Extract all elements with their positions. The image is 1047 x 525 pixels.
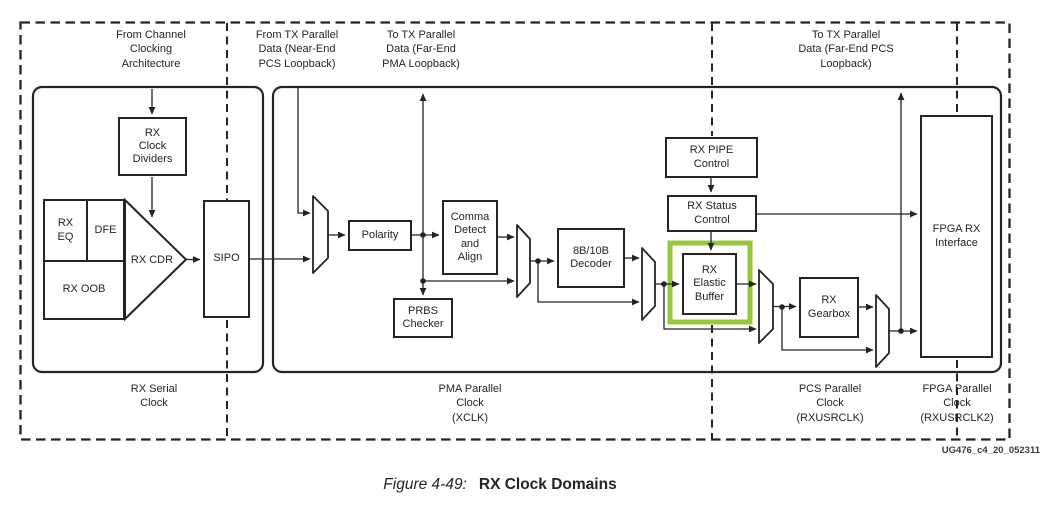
mux-icon-elastic-bypass (758, 269, 774, 344)
block-8b10b-decoder-label: 8B/10B Decoder (570, 244, 612, 270)
label-pcs-parallel-clock: PCS Parallel Clock (RXUSRCLK) (796, 383, 864, 424)
block-rx-clock-dividers: RX Clock Dividers (118, 117, 187, 176)
frontend-top-row: RX EQ DFE (45, 201, 123, 262)
block-dfe-label: DFE (94, 223, 117, 236)
junction-dot (420, 278, 426, 284)
junction-dot (779, 304, 785, 310)
block-dfe: DFE (88, 201, 123, 260)
mux-icon-polarity-select (312, 195, 329, 274)
label-from-tx-parallel-near-end: From TX Parallel Data (Near-End PCS Loop… (255, 29, 339, 70)
label-to-tx-parallel-far-end-pma: To TX Parallel Data (Far-End PMA Loopbac… (382, 29, 460, 70)
junction-dot (420, 232, 426, 238)
label-fpga-parallel-clock: FPGA Parallel Clock (RXUSRCLK2) (920, 383, 994, 424)
junction-dot (661, 281, 667, 287)
block-polarity: Polarity (348, 220, 412, 251)
block-rx-gearbox: RX Gearbox (799, 277, 859, 338)
block-comma-detect-align: Comma Detect and Align (442, 200, 498, 275)
label-pma-parallel-clock: PMA Parallel Clock (XCLK) (438, 383, 502, 424)
block-rx-elastic-buffer-label: RX Elastic Buffer (693, 264, 726, 303)
block-rx-eq: RX EQ (45, 201, 88, 260)
label-rx-serial-clock: RX Serial Clock (130, 383, 178, 410)
figure-caption-number: Figure 4-49: (383, 476, 467, 493)
block-comma-detect-align-label: Comma Detect and Align (450, 211, 490, 263)
label-to-tx-parallel-far-end-pcs: To TX Parallel Data (Far-End PCS Loopbac… (798, 29, 894, 70)
mux-icon-gearbox-bypass (875, 294, 890, 368)
block-rx-eq-label: RX EQ (57, 217, 74, 243)
label-from-channel-clocking: From Channel Clocking Architecture (116, 29, 186, 70)
block-fpga-rx-interface-label: FPGA RX Interface (932, 223, 981, 249)
document-watermark: UG476_c4_20_052311 (941, 445, 1040, 456)
mux-icon-comma-bypass (516, 224, 531, 298)
block-sipo: SIPO (203, 200, 250, 318)
figure-caption-title: RX Clock Domains (478, 476, 617, 493)
block-rx-oob: RX OOB (45, 262, 123, 318)
mux-icon-decoder-bypass (641, 247, 656, 321)
block-rx-analog-frontend: RX EQ DFE RX OOB (43, 199, 125, 320)
arrow-near-end-loopback-in (297, 88, 311, 217)
block-rx-elastic-buffer: RX Elastic Buffer (682, 253, 737, 315)
block-rx-clock-dividers-label: RX Clock Dividers (132, 126, 173, 166)
block-rx-pipe-control: RX PIPE Control (665, 137, 758, 178)
junction-dot (898, 328, 904, 334)
clock-domain-boundary-outer (19, 21, 1011, 441)
block-rx-status-control: RX Status Control (667, 195, 757, 232)
block-prbs-checker: PRBS Checker (393, 298, 453, 338)
block-8b10b-decoder: 8B/10B Decoder (557, 228, 625, 288)
block-polarity-label: Polarity (361, 228, 399, 241)
figure-caption: Figure 4-49: RX Clock Domains (0, 476, 1000, 494)
block-rx-oob-label: RX OOB (62, 283, 106, 296)
block-sipo-label: SIPO (213, 252, 240, 265)
block-prbs-checker-label: PRBS Checker (402, 304, 444, 330)
block-rx-gearbox-label: RX Gearbox (807, 294, 851, 320)
junction-dot (535, 258, 541, 264)
block-rx-status-control-label: RX Status Control (687, 200, 737, 226)
block-rx-pipe-control-label: RX PIPE Control (689, 144, 734, 170)
block-rx-cdr-label: RX CDR (130, 254, 174, 266)
block-fpga-rx-interface: FPGA RX Interface (920, 115, 993, 358)
